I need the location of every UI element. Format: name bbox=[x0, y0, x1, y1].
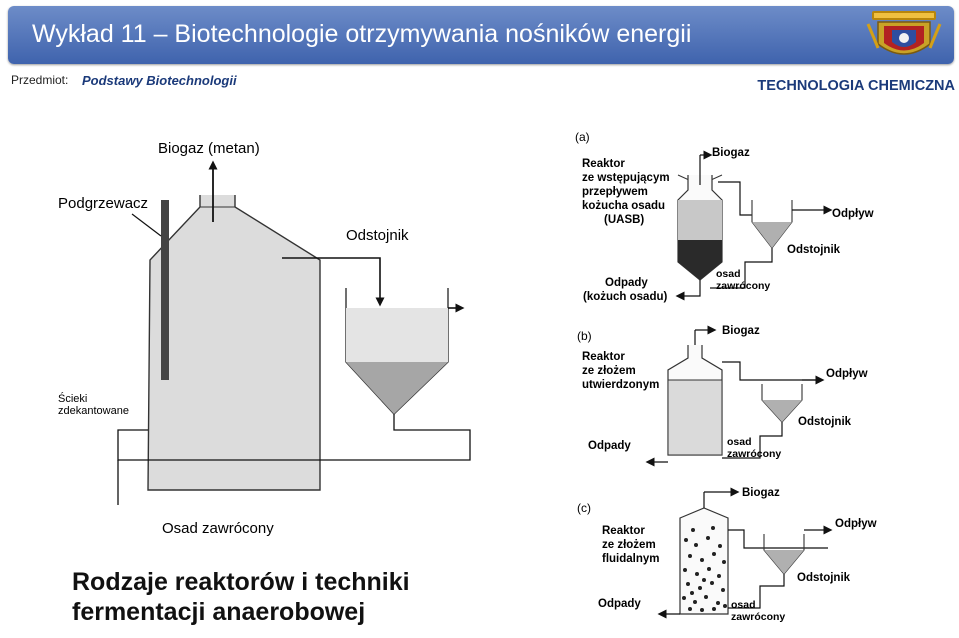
panel-b-waste-label: Odpady bbox=[588, 440, 631, 452]
subject-name: Podstawy Biotechnologii bbox=[82, 73, 237, 88]
panel-a-reactor-line2: ze wstępującym bbox=[582, 172, 670, 184]
recycled-sludge-label: Osad zawrócony bbox=[162, 520, 274, 537]
heater-label: Podgrzewacz bbox=[58, 195, 148, 212]
wastewater-label-line1: Ścieki bbox=[58, 392, 87, 405]
panel-c-reactor-line2: ze złożem bbox=[602, 539, 656, 551]
fluidized-particles bbox=[682, 526, 727, 612]
panel-a-reactor-line1: Reaktor bbox=[582, 158, 625, 170]
panel-a-biogas-label: Biogaz bbox=[712, 147, 750, 159]
panel-c-reactor-line1: Reaktor bbox=[602, 525, 645, 537]
panel-b-sludge-line1: osad bbox=[727, 436, 752, 448]
slide-heading: Rodzaje reaktorów i techniki fermentacji… bbox=[72, 567, 410, 627]
digester-vessel bbox=[147, 195, 321, 491]
panel-a-tag: (a) bbox=[575, 130, 590, 144]
panel-a-waste-line1: Odpady bbox=[605, 277, 648, 289]
panel-b-settler-label: Odstojnik bbox=[798, 416, 852, 428]
panel-b-reactor-line2: ze złożem bbox=[582, 365, 636, 377]
subject-label: Przedmiot: bbox=[11, 73, 69, 87]
panel-a-uasb: (a) Reaktor ze wstępującym przepływem ko… bbox=[575, 130, 874, 303]
panel-c-biogas-label: Biogaz bbox=[742, 487, 780, 499]
panel-a-reactor-line3: przepływem bbox=[582, 186, 648, 198]
panel-a-outflow-label: Odpływ bbox=[832, 208, 874, 220]
heater-rod bbox=[161, 200, 169, 380]
panel-a-settler-label: Odstojnik bbox=[787, 244, 841, 256]
recycle-pipe bbox=[117, 414, 471, 461]
department-name: TECHNOLOGIA CHEMICZNA bbox=[757, 78, 955, 94]
panel-b-fixed-bed: (b) Reaktor ze złożem utwierdzonym Bioga… bbox=[577, 325, 868, 467]
wastewater-label-line2: zdekantowane bbox=[58, 405, 129, 417]
panel-c-tag: (c) bbox=[577, 501, 591, 515]
slide-heading-line2: fermentacji anaerobowej bbox=[72, 598, 366, 626]
settler-label: Odstojnik bbox=[346, 227, 409, 244]
panel-b-sludge-line2: zawrócony bbox=[727, 448, 781, 460]
panel-c-fluidized-bed: (c) Reaktor ze złożem fluidalnym Biogaz … bbox=[577, 487, 877, 623]
slide-heading-line1: Rodzaje reaktorów i techniki bbox=[72, 568, 410, 596]
left-digester-diagram: Biogaz (metan) Podgrzewacz Odstojnik Ści… bbox=[58, 140, 471, 537]
panel-c-sludge-line1: osad bbox=[731, 599, 756, 611]
panel-b-reactor-line3: utwierdzonym bbox=[582, 379, 659, 391]
university-crest-icon bbox=[866, 11, 942, 55]
lecture-title: Wykład 11 – Biotechnologie otrzymywania … bbox=[32, 20, 692, 48]
panel-b-biogas-label: Biogaz bbox=[722, 325, 760, 337]
biogas-label: Biogaz (metan) bbox=[158, 140, 260, 157]
panel-a-reactor-line5: (UASB) bbox=[604, 214, 644, 226]
title-banner: Wykład 11 – Biotechnologie otrzymywania … bbox=[8, 6, 954, 64]
panel-a-waste-line2: (kożuch osadu) bbox=[583, 291, 668, 303]
panel-b-reactor-line1: Reaktor bbox=[582, 351, 625, 363]
panel-a-sludge-line2: zawrócony bbox=[716, 280, 770, 292]
panel-b-outflow-label: Odpływ bbox=[826, 368, 868, 380]
panel-b-tag: (b) bbox=[577, 329, 592, 343]
panel-a-reactor-line4: kożucha osadu bbox=[582, 200, 665, 212]
heater-pointer bbox=[131, 213, 162, 237]
panel-c-reactor-line3: fluidalnym bbox=[602, 553, 660, 565]
panel-c-settler-label: Odstojnik bbox=[797, 572, 851, 584]
panel-c-waste-label: Odpady bbox=[598, 598, 641, 610]
outflow-pipe bbox=[282, 257, 385, 307]
panel-c-outflow-label: Odpływ bbox=[835, 518, 877, 530]
panel-a-sludge-line1: osad bbox=[716, 268, 741, 280]
panel-c-sludge-line2: zawrócony bbox=[731, 611, 785, 623]
